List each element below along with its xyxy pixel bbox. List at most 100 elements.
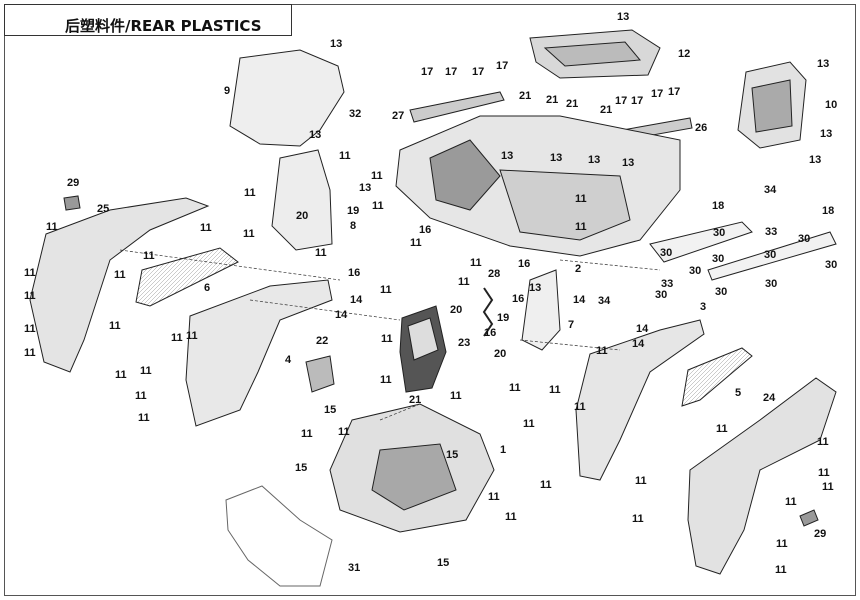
callout-label: 13 — [622, 157, 634, 169]
callout-label: 13 — [617, 11, 629, 23]
callout-label: 11 — [114, 269, 126, 281]
callout-label: 14 — [573, 294, 586, 306]
part-spring — [482, 287, 494, 337]
callout-label: 13 — [529, 282, 541, 294]
callout-label: 11 — [186, 330, 198, 342]
callout-label: 11 — [505, 511, 517, 523]
callout-label: 24 — [763, 392, 776, 404]
callout-label: 16 — [518, 258, 530, 270]
callout-label: 30 — [713, 227, 725, 239]
callout-label: 11 — [24, 323, 36, 335]
callout-label: 11 — [339, 150, 351, 162]
callout-label: 11 — [380, 284, 392, 296]
callout-label: 13 — [309, 129, 321, 141]
callout-label: 34 — [764, 184, 777, 196]
part-bracket — [271, 149, 333, 251]
callout-label: 17 — [668, 86, 680, 98]
callout-label: 11 — [46, 221, 58, 233]
callout-label: 26 — [695, 122, 707, 134]
callout-label: 21 — [519, 90, 531, 102]
callout-label: 31 — [348, 562, 360, 574]
callout-label: 17 — [615, 95, 627, 107]
callout-label: 11 — [410, 237, 422, 249]
callout-label: 10 — [825, 99, 837, 111]
part-rail-left — [409, 91, 505, 123]
part-plate-left — [649, 221, 753, 263]
callout-label: 16 — [419, 224, 431, 236]
callout-label: 11 — [143, 250, 155, 262]
callout-label: 11 — [785, 496, 797, 508]
callout-label: 30 — [798, 233, 810, 245]
part-22 — [305, 355, 335, 393]
callout-label: 1 — [500, 444, 506, 456]
callout-label: 11 — [822, 481, 834, 493]
callout-label: 11 — [109, 320, 121, 332]
callout-label: 30 — [765, 278, 777, 290]
callout-label: 16 — [512, 293, 524, 305]
callout-label: 30 — [764, 249, 776, 261]
callout-label: 17 — [651, 88, 663, 100]
part-clip-left — [63, 195, 81, 211]
callout-label: 25 — [97, 203, 109, 215]
callout-label: 11 — [450, 390, 462, 402]
callout-label: 12 — [678, 48, 690, 60]
callout-label: 21 — [566, 98, 578, 110]
callout-label: 11 — [338, 426, 350, 438]
callout-label: 15 — [324, 404, 336, 416]
callout-label: 32 — [349, 108, 361, 120]
callout-label: 11 — [574, 401, 586, 413]
part-7 — [521, 269, 561, 351]
callout-label: 30 — [712, 253, 724, 265]
callout-label: 20 — [494, 348, 506, 360]
diagram-frame — [4, 4, 856, 596]
part-right-side-panel — [575, 319, 705, 481]
part-mat — [225, 485, 333, 587]
callout-label: 14 — [636, 323, 649, 335]
callout-label: 19 — [497, 312, 509, 324]
callout-label: 33 — [661, 278, 673, 290]
callout-label: 11 — [523, 418, 535, 430]
callout-label: 13 — [501, 150, 513, 162]
callout-label: 11 — [509, 382, 521, 394]
part-5 — [681, 347, 753, 407]
callout-label: 11 — [635, 475, 647, 487]
part-left-side-panel — [185, 279, 333, 427]
callout-label: 16 — [484, 327, 496, 339]
callout-label: 20 — [296, 210, 308, 222]
callout-label: 14 — [335, 309, 348, 321]
callout-label: 21 — [600, 104, 612, 116]
callout-label: 22 — [316, 335, 328, 347]
callout-label: 11 — [776, 538, 788, 550]
part-seat-pad-detail — [543, 41, 642, 67]
callout-label: 11 — [575, 221, 587, 233]
callout-label: 21 — [409, 394, 421, 406]
callout-label: 13 — [817, 58, 829, 70]
callout-label: 15 — [437, 557, 449, 569]
callout-label: 11 — [470, 257, 482, 269]
callout-label: 30 — [825, 259, 837, 271]
callout-label: 11 — [775, 564, 787, 576]
title-box: 后塑料件/REAR PLASTICS — [4, 4, 292, 36]
callout-label: 18 — [712, 200, 724, 212]
leader-lines — [119, 249, 661, 421]
callout-label: 17 — [496, 60, 508, 72]
callout-label: 7 — [568, 319, 574, 331]
callout-label: 11 — [200, 222, 212, 234]
callout-label: 11 — [632, 513, 644, 525]
callout-label: 3 — [700, 301, 706, 313]
callout-label: 15 — [295, 462, 307, 474]
callout-label: 18 — [822, 205, 834, 217]
callout-label: 11 — [540, 479, 552, 491]
callout-label: 33 — [765, 226, 777, 238]
callout-label: 13 — [330, 38, 342, 50]
callout-label: 11 — [549, 384, 561, 396]
callout-label: 11 — [380, 374, 392, 386]
callout-label: 27 — [392, 110, 404, 122]
callout-label: 13 — [588, 154, 600, 166]
part-6 — [135, 247, 239, 307]
callout-label: 15 — [446, 449, 458, 461]
callout-label: 8 — [350, 220, 356, 232]
callout-label: 13 — [359, 182, 371, 194]
